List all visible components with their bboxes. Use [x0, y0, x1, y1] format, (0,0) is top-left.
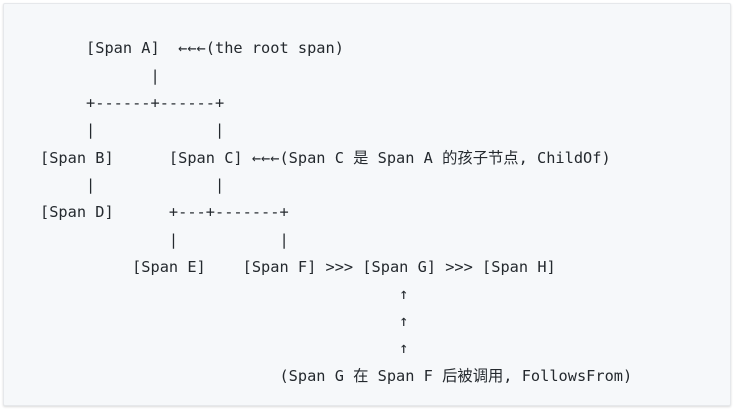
diagram-line-connector-d: | |	[40, 176, 225, 194]
code-block: [Span A] ←←←(the root span) | +------+--…	[3, 3, 731, 406]
diagram-line-up-arrow-1: ↑	[40, 285, 409, 303]
diagram-line-span-a: [Span A] ←←←(the root span)	[40, 39, 344, 57]
diagram-line-connector-a: |	[40, 67, 160, 85]
diagram-line-up-arrow-3: ↑	[40, 339, 409, 357]
diagram-line-span-e-f-g-h: [Span E] [Span F] >>> [Span G] >>> [Span…	[40, 258, 556, 276]
diagram-line-span-b-c: [Span B] [Span C] ←←←(Span C 是 Span A 的孩…	[40, 149, 611, 167]
diagram-line-branch-a: +------+------+	[40, 94, 225, 112]
diagram-line-connector-ef: | |	[40, 231, 289, 249]
diagram-line-connector-bc: | |	[40, 121, 225, 139]
diagram-line-up-arrow-2: ↑	[40, 312, 409, 330]
diagram-line-span-d-branch-c: [Span D] +---+-------+	[40, 203, 289, 221]
diagram-line-follows-from-note: (Span G 在 Span F 后被调用, FollowsFrom)	[40, 367, 633, 385]
